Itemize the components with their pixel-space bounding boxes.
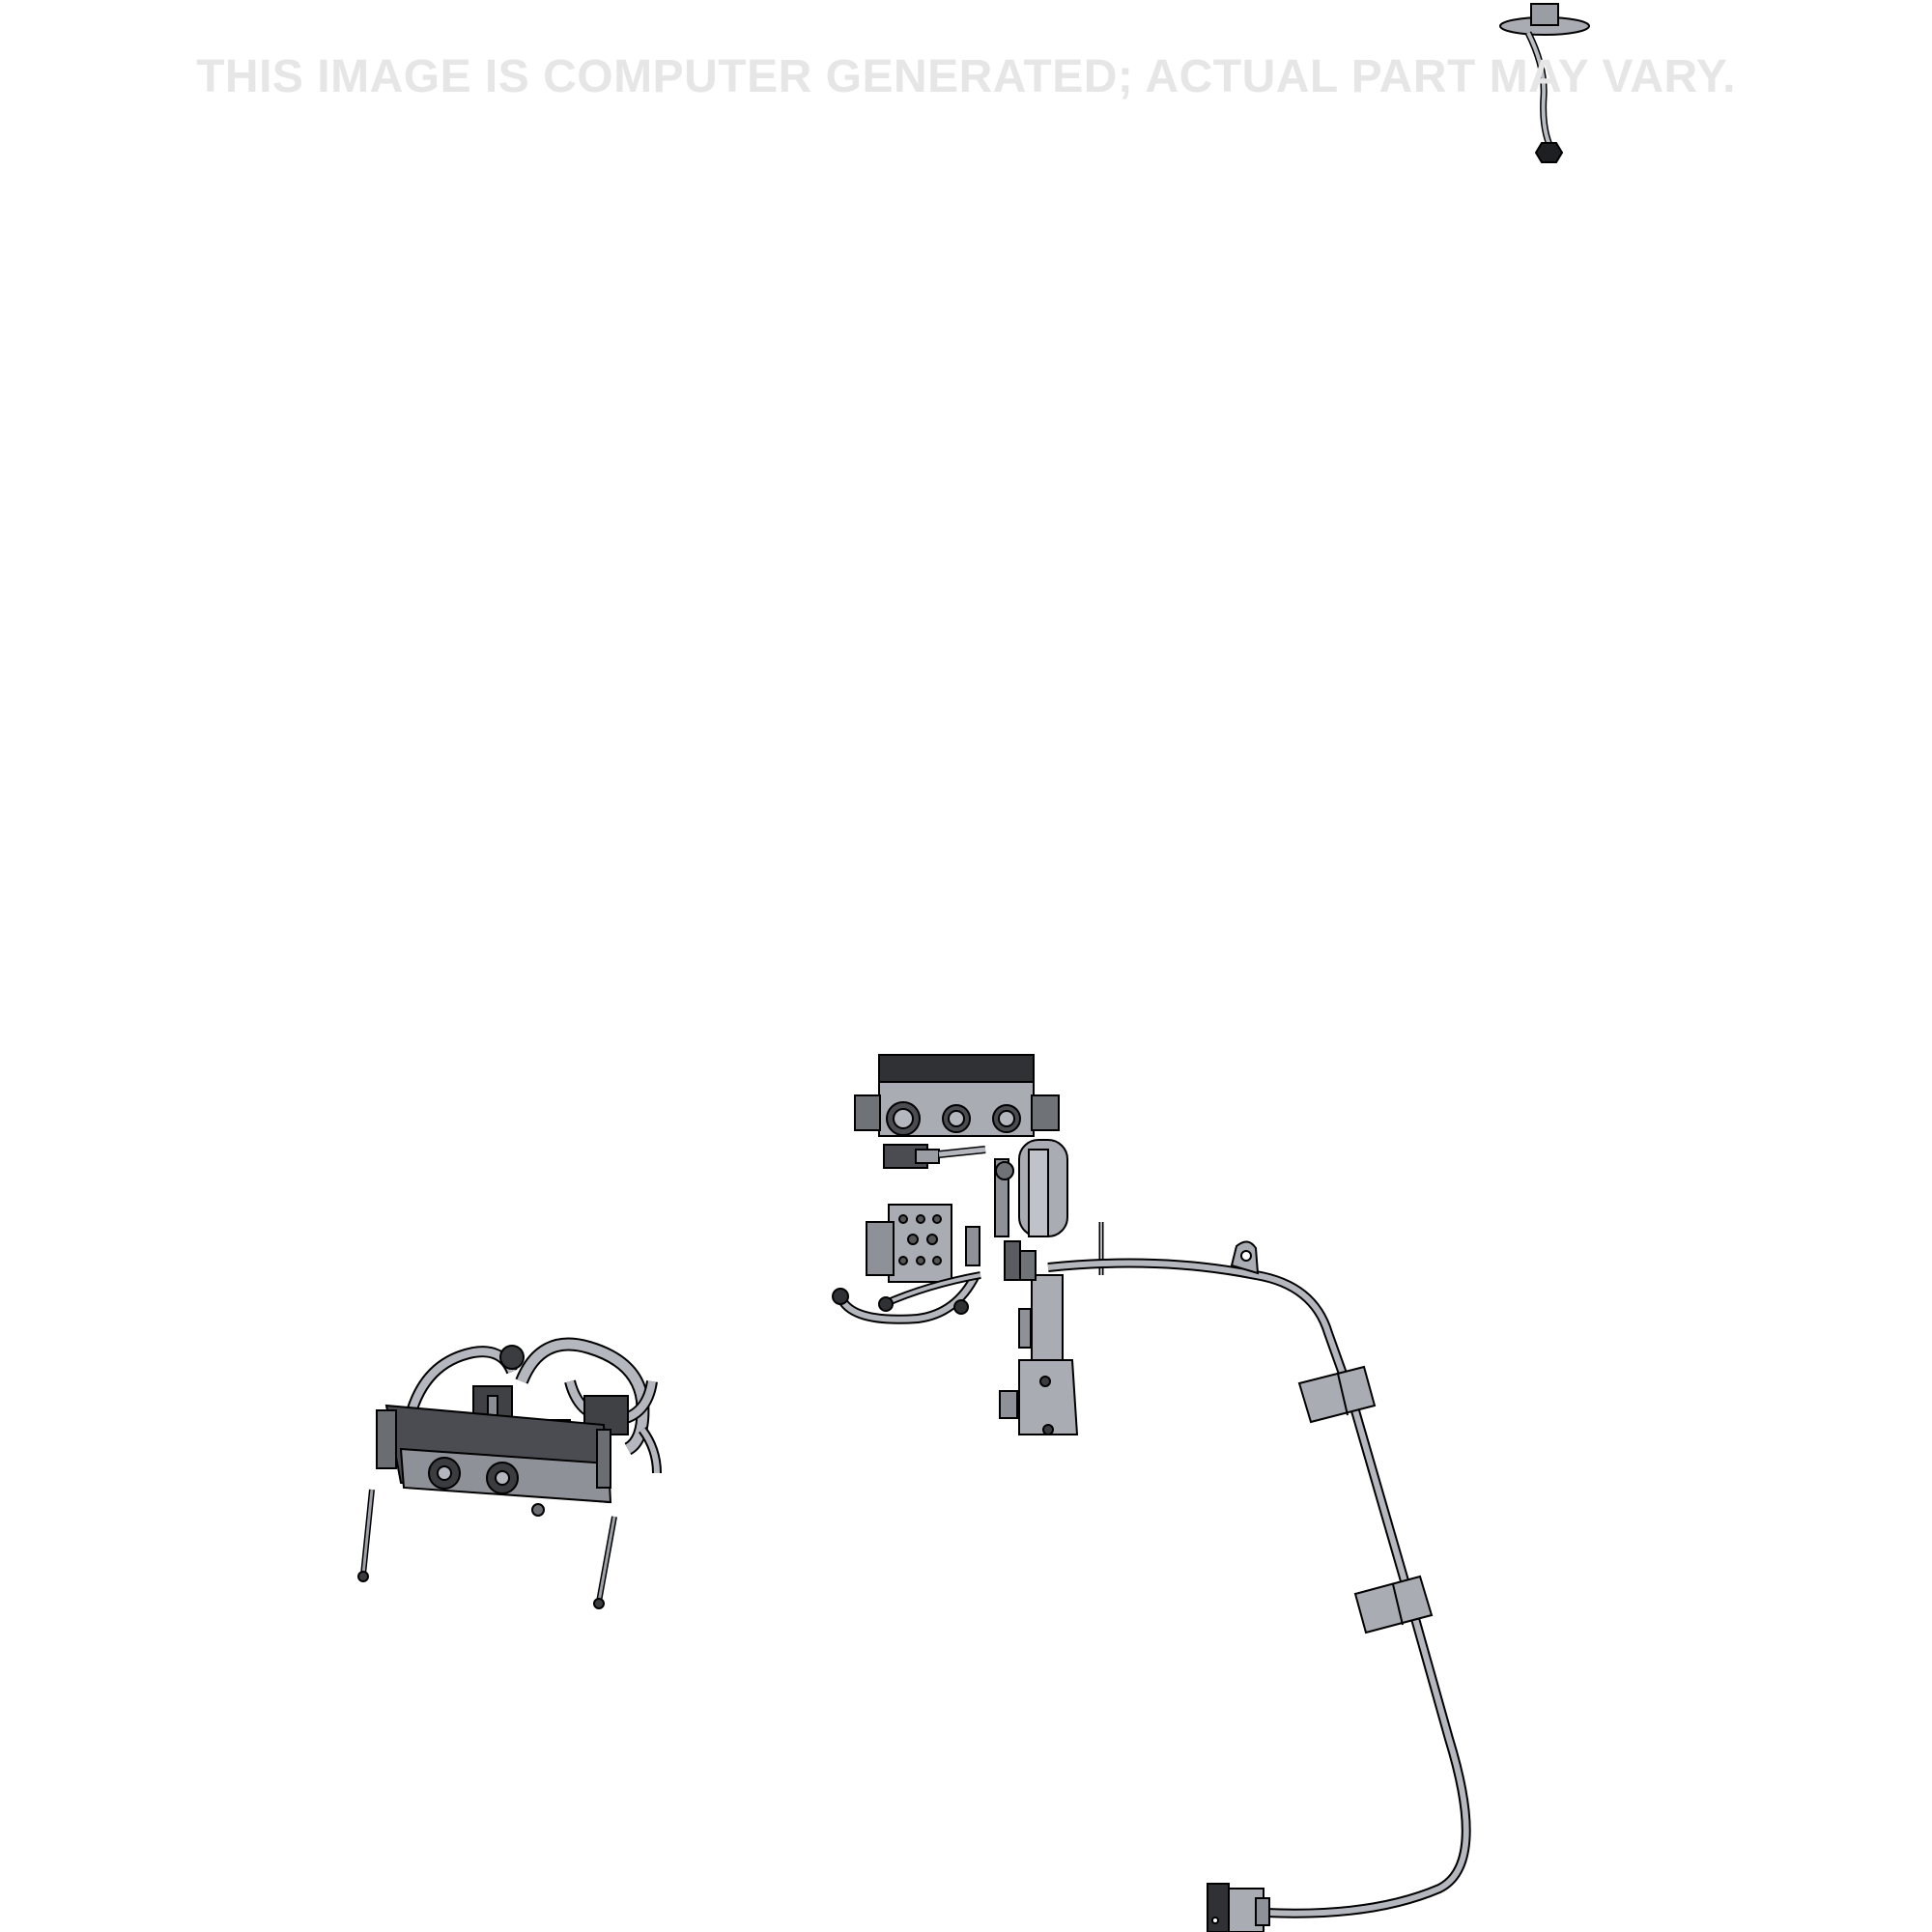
manifold-assembly <box>357 1337 662 1609</box>
cap-with-tether <box>1499 3 1590 163</box>
control-module-assembly <box>832 1054 1104 1435</box>
cable-harness <box>1047 1240 1471 1932</box>
disclaimer-watermark: THIS IMAGE IS COMPUTER GENERATED; ACTUAL… <box>196 51 1736 102</box>
